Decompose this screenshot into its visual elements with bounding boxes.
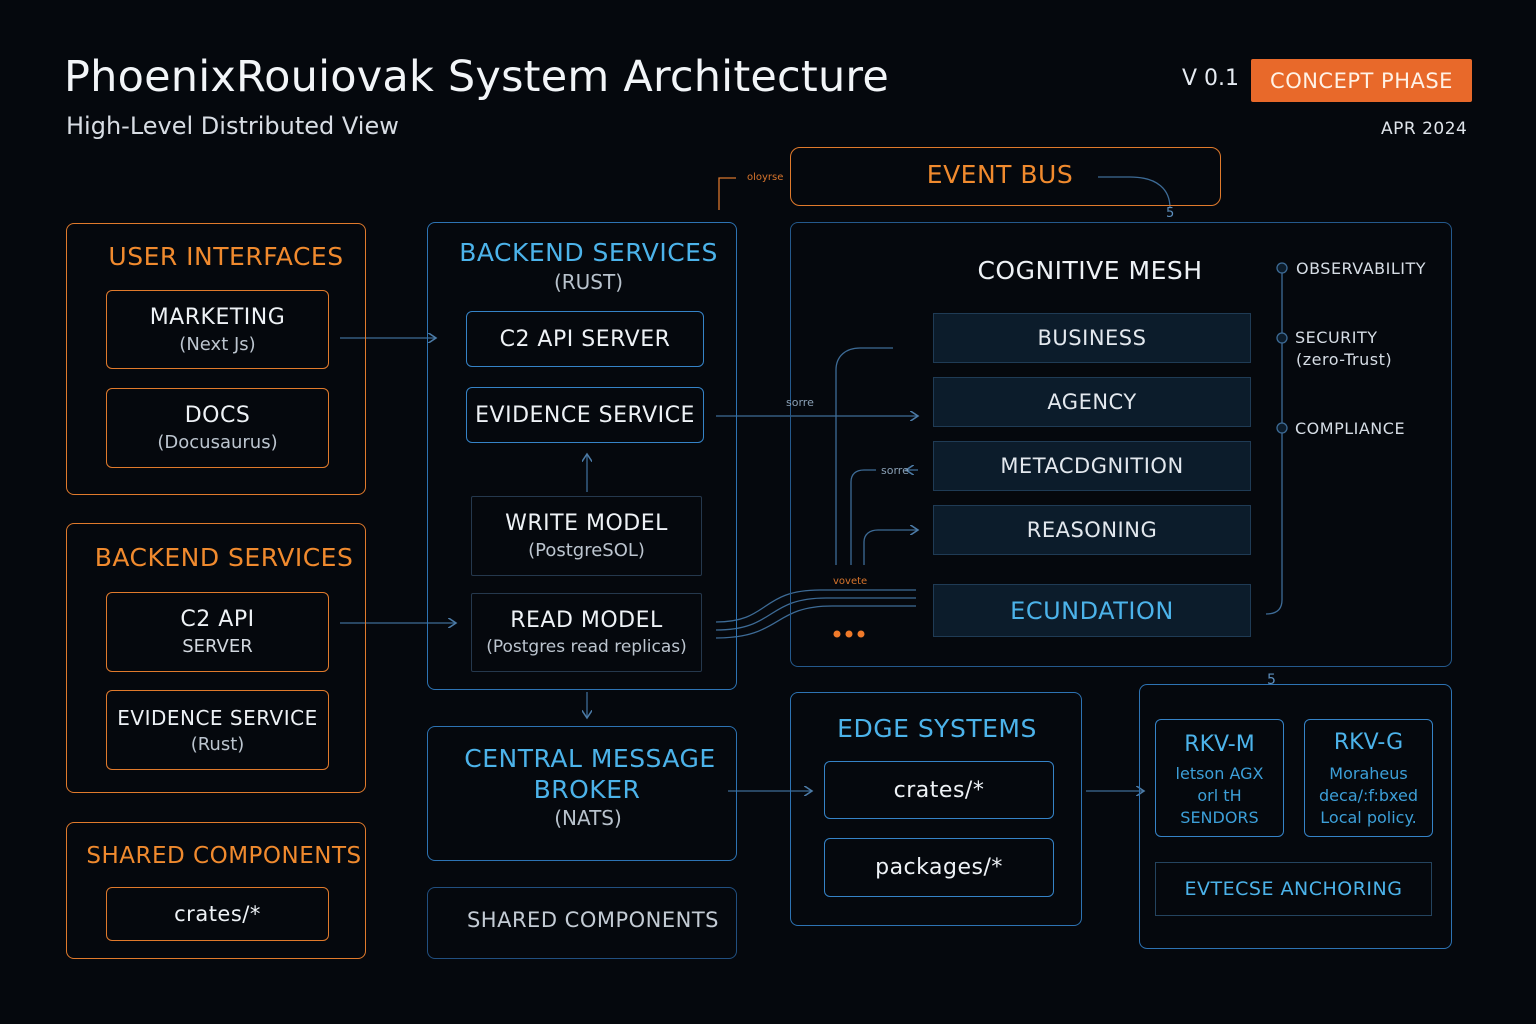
rkv-marker: 5 [1267, 672, 1276, 688]
central-broker-tech: (NATS) [554, 806, 622, 830]
rkv-g-box[interactable]: RKV-G Moraheus deca/:f:bxed Local policy… [1304, 719, 1433, 837]
shared-components-left-title: SHARED COMPONENTS [86, 843, 362, 869]
crates-left-label: crates/* [174, 902, 261, 926]
cognitive-mesh-title: COGNITIVE MESH [977, 256, 1203, 285]
edge-systems-title: EDGE SYSTEMS [837, 714, 1037, 743]
event-bus-label: EVENT BUS [926, 160, 1074, 189]
rkv-m-title: RKV-M [1184, 732, 1255, 757]
read-model-tech: (Postgres read replicas) [486, 637, 687, 657]
evidence-service-box[interactable]: EVIDENCE SERVICE [466, 387, 704, 443]
compliance-label: COMPLIANCE [1295, 419, 1406, 438]
security-sublabel: (zero-Trust) [1296, 350, 1393, 369]
c2-api-left-tech: SERVER [182, 636, 253, 657]
user-interfaces-title: USER INTERFACES [108, 242, 344, 271]
shared-components-left-panel [66, 822, 366, 959]
crosscut-dot-security [1276, 332, 1288, 344]
c2-api-left-name: C2 API [180, 607, 255, 632]
read-model-box[interactable]: READ MODEL (Postgres read replicas) [471, 593, 702, 672]
c2-api-left-box[interactable]: C2 API SERVER [106, 592, 329, 672]
edge-crates-label: crates/* [893, 777, 985, 803]
backend-services-main-title: BACKEND SERVICES [459, 238, 718, 267]
layer-agency[interactable]: AGENCY [933, 377, 1251, 427]
backend-services-left-panel [66, 523, 366, 793]
rkv-m-box[interactable]: RKV-M letson AGX orl tH SENDORS [1155, 719, 1284, 837]
marketing-name: MARKETING [149, 304, 286, 330]
connector-label-foundation: vovete [833, 576, 868, 587]
marketing-tech: (Next Js) [179, 333, 256, 355]
date-label: APR 2024 [1381, 119, 1468, 139]
crates-left-box[interactable]: crates/* [106, 887, 329, 941]
page-subtitle: High-Level Distributed View [66, 112, 399, 140]
read-model-name: READ MODEL [510, 608, 663, 633]
version-label: V 0.1 [1182, 66, 1240, 91]
rkv-g-line2: deca/:f:bxed [1319, 786, 1418, 805]
central-broker-panel[interactable] [427, 726, 737, 861]
backend-services-main-panel [427, 222, 737, 690]
rkv-panel [1139, 684, 1452, 949]
shared-components-bottom-label: SHARED COMPONENTS [466, 908, 720, 932]
write-model-name: WRITE MODEL [505, 511, 668, 536]
security-label: SECURITY [1295, 328, 1378, 347]
marketing-box[interactable]: MARKETING (Next Js) [106, 290, 329, 369]
layer-reasoning[interactable]: REASONING [933, 505, 1251, 555]
rkv-m-line2: orl tH [1197, 786, 1242, 805]
rkv-m-line3: SENDORS [1180, 808, 1259, 827]
line-readmodel-to-foundation-1 [715, 589, 916, 623]
docs-tech: (Docusaurus) [157, 432, 278, 453]
event-bus-marker: 5 [1166, 206, 1175, 221]
line-readmodel-to-foundation-3 [715, 605, 916, 639]
connector-label-metacognition: sorre [881, 464, 909, 477]
connector-label-evidence: sorre [786, 396, 814, 409]
observability-label: OBSERVABILITY [1296, 259, 1427, 278]
evidence-service-label: EVIDENCE SERVICE [475, 402, 695, 428]
edge-packages-box[interactable]: packages/* [824, 838, 1054, 897]
docs-name: DOCS [184, 403, 251, 428]
rkv-m-line1: letson AGX [1175, 764, 1264, 783]
layer-business[interactable]: BUSINESS [933, 313, 1251, 363]
edge-packages-label: packages/* [875, 855, 1003, 880]
line-crosscut-rail [1265, 268, 1283, 615]
layer-foundation[interactable]: ECUNDATION [933, 584, 1251, 637]
phase-badge: CONCEPT PHASE [1251, 59, 1472, 102]
evidence-left-tech: (Rust) [190, 733, 245, 755]
ellipsis-dot-3 [857, 630, 865, 638]
central-broker-line2: BROKER [533, 775, 641, 804]
backend-services-main-subtitle: (RUST) [553, 270, 624, 294]
crosscut-dot-compliance [1276, 422, 1288, 434]
shared-components-bottom-panel[interactable] [427, 887, 737, 959]
line-eventbus-loop [1098, 176, 1171, 209]
anchoring-box[interactable]: EVTECSE ANCHORING [1155, 862, 1432, 916]
write-model-tech: (PostgreSOL) [528, 540, 645, 561]
central-broker-line1: CENTRAL MESSAGE [464, 744, 716, 773]
evidence-left-name: EVIDENCE SERVICE [117, 705, 318, 730]
ellipsis-dot-2 [845, 630, 853, 638]
ellipsis-dot-1 [833, 630, 841, 638]
line-readmodel-to-foundation-2 [715, 597, 916, 631]
layer-metacognition[interactable]: METACDGNITION [933, 441, 1251, 491]
evidence-left-box[interactable]: EVIDENCE SERVICE (Rust) [106, 690, 329, 770]
event-bus-connector-label: oloyrse [747, 172, 784, 183]
line-mesh-vertical-1 [835, 347, 893, 565]
event-bus [790, 147, 1221, 206]
c2-api-server-label: C2 API SERVER [499, 326, 671, 352]
line-backend-to-eventbus [718, 177, 736, 210]
line-mesh-to-reasoning [863, 530, 918, 565]
user-interfaces-panel [66, 223, 366, 495]
backend-services-left-title: BACKEND SERVICES [94, 543, 354, 572]
crosscut-dot-observability [1276, 262, 1288, 274]
line-mesh-vertical-2 [850, 469, 876, 565]
write-model-box[interactable]: WRITE MODEL (PostgreSOL) [471, 496, 702, 576]
docs-box[interactable]: DOCS (Docusaurus) [106, 388, 329, 468]
cognitive-mesh-panel [790, 222, 1452, 667]
c2-api-server-box[interactable]: C2 API SERVER [466, 311, 704, 367]
edge-systems-panel [790, 692, 1082, 926]
rkv-g-line1: Moraheus [1329, 764, 1408, 783]
edge-crates-box[interactable]: crates/* [824, 761, 1054, 819]
anchoring-label: EVTECSE ANCHORING [1184, 878, 1403, 900]
page-title: PhoenixRouiovak System Architecture [64, 52, 889, 102]
rkv-g-title: RKV-G [1333, 730, 1404, 755]
rkv-g-line3: Local policy. [1320, 808, 1417, 827]
